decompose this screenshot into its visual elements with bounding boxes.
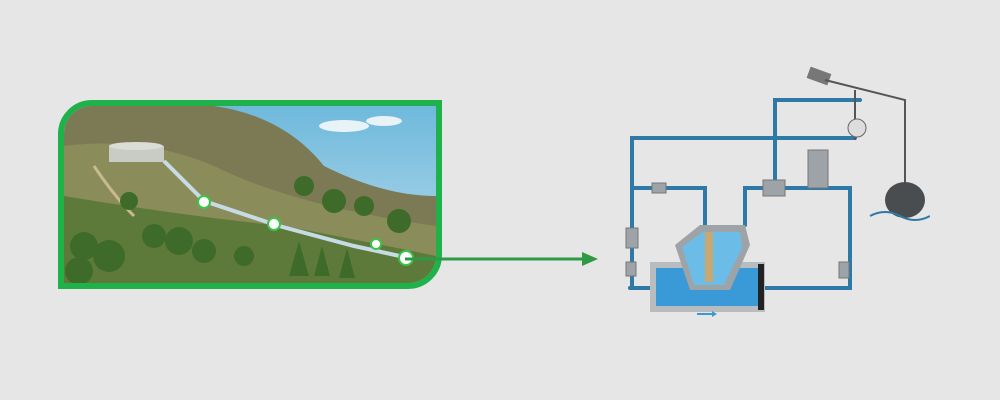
trees xyxy=(65,176,411,283)
reservoir-top xyxy=(109,142,163,150)
cloud xyxy=(366,116,402,126)
pipeline-landscape-panel xyxy=(58,100,442,289)
landscape-illustration xyxy=(64,106,436,283)
reservoir-tank xyxy=(109,146,164,162)
pilot-tubing xyxy=(628,98,862,290)
lower-slope xyxy=(64,196,436,283)
control-valve-diagram xyxy=(625,66,930,317)
pilot-components xyxy=(625,149,850,279)
cloud xyxy=(319,120,369,132)
main-valve-body xyxy=(650,225,765,317)
float-assembly xyxy=(806,66,930,221)
road xyxy=(92,165,136,218)
